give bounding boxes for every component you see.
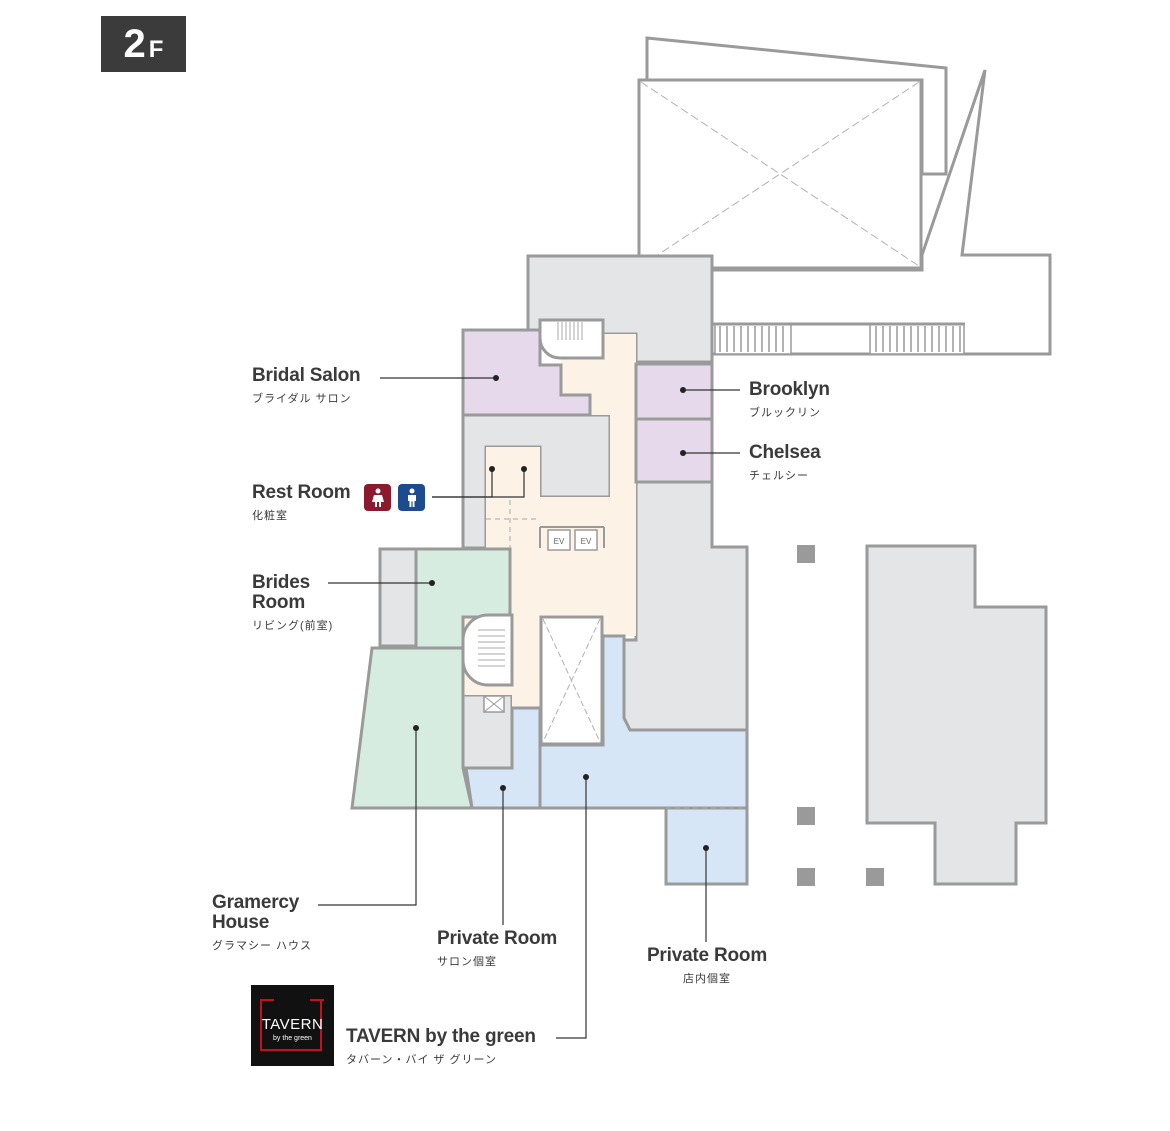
columns (797, 545, 884, 886)
tavern-logo[interactable]: TAVERN by the green (251, 985, 334, 1066)
logo-brand: TAVERN (261, 1016, 324, 1033)
elevators: EV EV (539, 526, 605, 551)
label-title: Gramercy House (212, 892, 300, 933)
label-subtitle: ブルックリン (749, 407, 821, 419)
label-subtitle: リビング(前室) (252, 620, 334, 632)
logo-frame (260, 999, 322, 1051)
leader-dots (413, 375, 709, 851)
label-title: Brides Room (252, 572, 310, 613)
label-bridal-salon[interactable]: Bridal Salon ブライダル サロン (252, 365, 361, 406)
label-subtitle: グラマシー ハウス (212, 940, 313, 952)
label-subtitle: サロン個室 (437, 956, 497, 968)
logo-frame-top-left (260, 999, 274, 1001)
elevator-label: EV (554, 537, 565, 546)
elevator-label: EV (581, 537, 592, 546)
label-private-room-salon[interactable]: Private Room サロン個室 (437, 929, 557, 969)
upper-void (637, 78, 923, 270)
small-shaft (483, 695, 505, 713)
logo-subtitle: by the green (273, 1035, 312, 1042)
central-void (539, 615, 604, 746)
label-title: Brooklyn (749, 379, 830, 400)
logo-frame-top-right (310, 999, 324, 1001)
label-chelsea[interactable]: Chelsea チェルシー (749, 442, 821, 483)
leader-lines (318, 377, 740, 1039)
label-tavern[interactable]: TAVERN by the green タバーン・バイ ザ グリーン (346, 1027, 536, 1067)
label-subtitle: 店内個室 (683, 973, 731, 985)
label-title: Chelsea (749, 442, 821, 463)
label-gramercy-house[interactable]: Gramercy House グラマシー ハウス (212, 893, 312, 953)
women-restroom-icon (364, 484, 391, 511)
label-subtitle: 化粧室 (252, 510, 288, 522)
partitions (486, 500, 747, 809)
men-restroom-icon (398, 484, 425, 511)
label-title: Rest Room (252, 482, 351, 503)
label-private-room-store[interactable]: Private Room 店内個室 (644, 946, 770, 986)
label-brides-room[interactable]: Brides Room リビング(前室) (252, 573, 333, 633)
railings (712, 322, 965, 355)
label-brooklyn[interactable]: Brooklyn ブルックリン (749, 380, 830, 420)
label-title: Bridal Salon (252, 365, 361, 386)
label-title: Private Room (437, 928, 558, 949)
floor-suffix: F (148, 36, 164, 63)
label-subtitle: タバーン・バイ ザ グリーン (346, 1054, 498, 1066)
label-rest-room[interactable]: Rest Room 化粧室 (252, 483, 351, 523)
label-subtitle: チェルシー (749, 470, 809, 482)
label-subtitle: ブライダル サロン (252, 393, 352, 405)
stairs-upper (538, 318, 605, 360)
label-title: TAVERN by the green (346, 1026, 536, 1047)
label-title: Private Room (646, 945, 768, 966)
stairs-lower (461, 613, 514, 687)
walls (416, 617, 542, 808)
floor-badge: 2 F (101, 16, 186, 72)
floor-number: 2 (123, 22, 146, 66)
